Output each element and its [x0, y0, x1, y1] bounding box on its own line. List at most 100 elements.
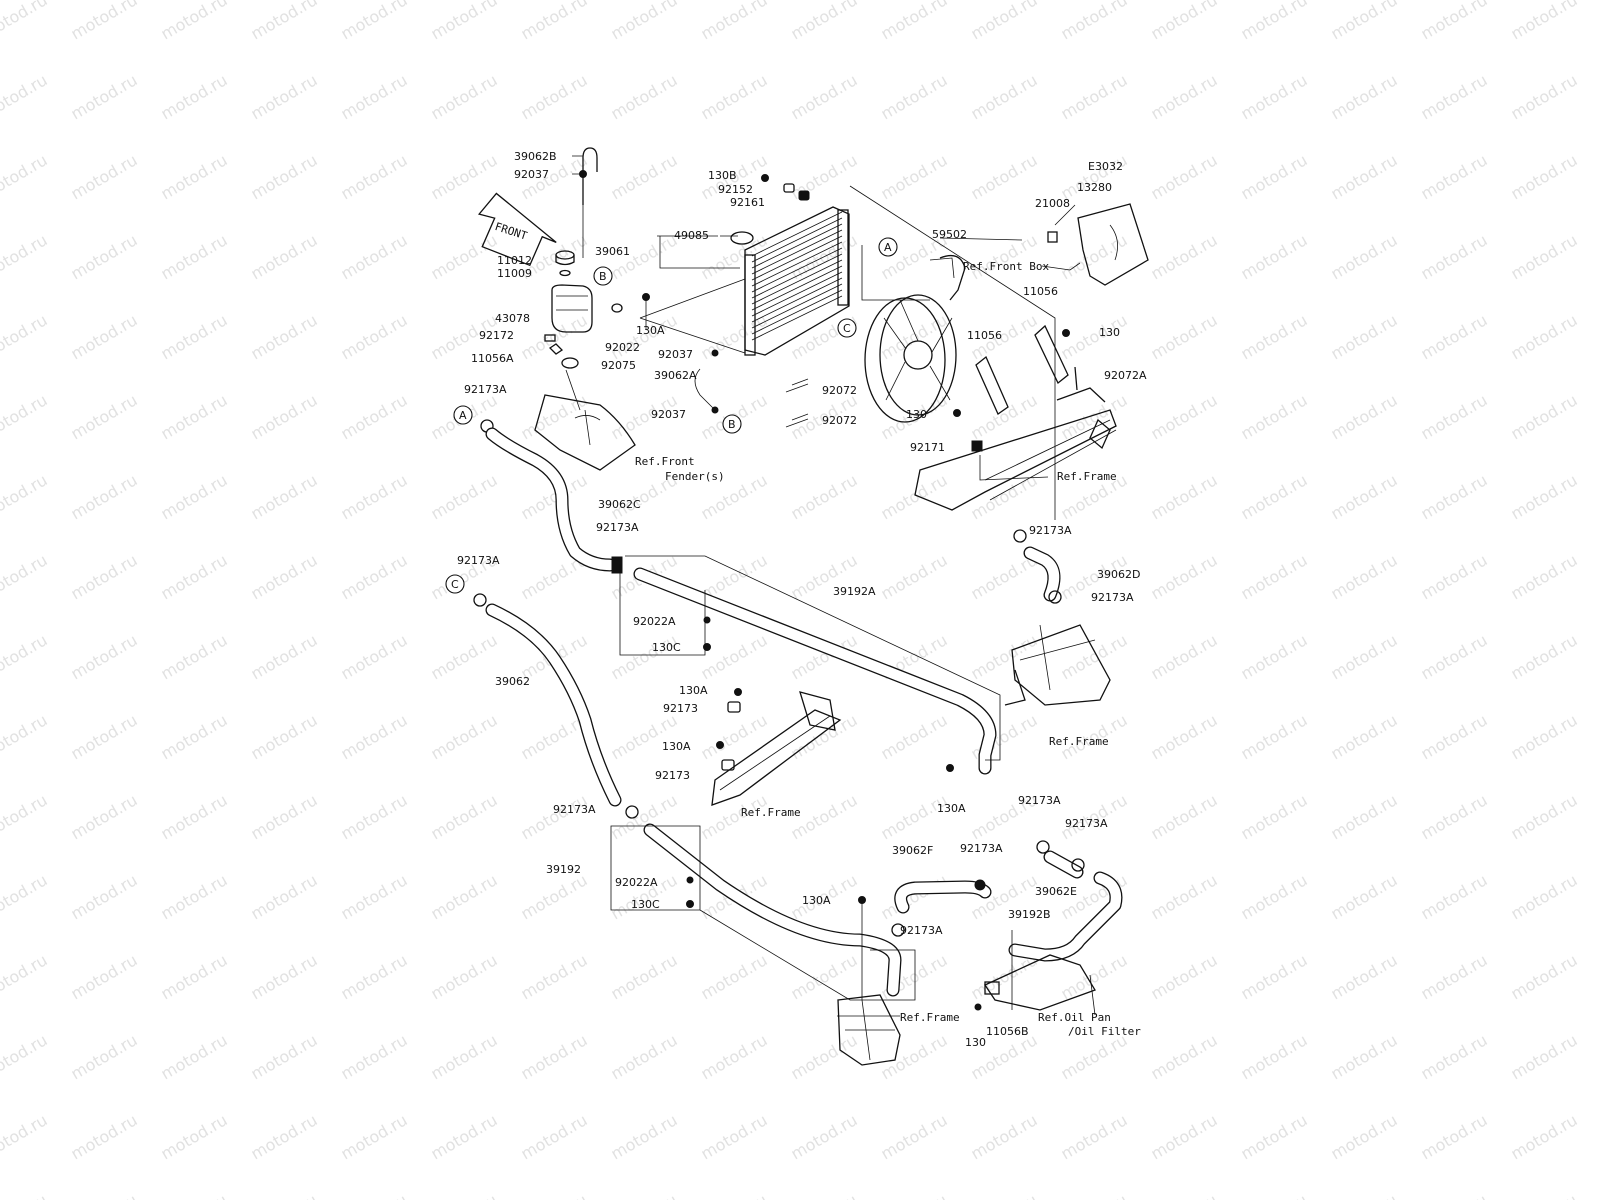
grommet-92171	[971, 440, 983, 452]
clip-92072A	[1074, 366, 1078, 391]
marker-c-left	[445, 574, 465, 594]
label-130C-b: 130C	[631, 898, 660, 911]
fan-assembly-59502	[864, 254, 966, 423]
label-92022A-b: 92022A	[615, 876, 658, 889]
label-92173A: 92173A	[464, 383, 507, 396]
label-130-b: 130	[906, 408, 927, 421]
front-label: FRONT	[493, 220, 529, 243]
label-92171: 92171	[910, 441, 945, 454]
marker-b-bottom	[722, 414, 742, 434]
label-39061: 39061	[595, 245, 630, 258]
bolt-130A-a	[734, 688, 742, 696]
clamp-92173A-d	[1013, 529, 1027, 543]
bolt-130A-b	[716, 741, 724, 749]
label-92072A: 92072A	[1104, 369, 1147, 382]
grommet-21008	[1047, 231, 1058, 243]
label-11012: 11012	[497, 254, 532, 267]
clamp-92173A-j	[1071, 858, 1085, 872]
label-13280: 13280	[1077, 181, 1112, 194]
ref-oil-pan-2: /Oil Filter	[1068, 1025, 1141, 1038]
radiator-cap-49085	[730, 231, 754, 245]
clamp-92173A-c	[473, 593, 487, 607]
label-130A: 130A	[636, 324, 665, 337]
label-92022A-a: 92022A	[633, 615, 676, 628]
clamp-92173A-f	[625, 805, 639, 819]
svg-text:A: A	[459, 409, 467, 422]
bolt-130C-b	[686, 900, 694, 908]
clamp-92173-b	[721, 759, 735, 771]
svg-text:C: C	[451, 578, 459, 591]
label-92037-mid: 92037	[658, 348, 693, 361]
marker-a-left	[453, 405, 473, 425]
clamp-92173A-h	[974, 879, 986, 891]
label-92173A-h: 92173A	[960, 842, 1003, 855]
marker-a-right	[878, 237, 898, 257]
label-39062B: 39062B	[514, 150, 557, 163]
washer-92022	[611, 303, 623, 313]
clamp-92173A-e	[1048, 590, 1062, 604]
diagram-code: E3032	[1088, 160, 1123, 173]
label-92173-a: 92173	[663, 702, 698, 715]
washer-92022A-b	[686, 876, 694, 884]
bolt-92172	[544, 334, 556, 342]
marker-c-right	[837, 318, 857, 338]
bolt-130A	[642, 293, 650, 301]
label-130A-a: 130A	[679, 684, 708, 697]
label-59502: 59502	[932, 228, 967, 241]
label-92152: 92152	[718, 183, 753, 196]
radiator-39061	[744, 206, 850, 356]
bolt-130-c	[974, 1003, 982, 1011]
label-11056B: 11056B	[986, 1025, 1029, 1038]
label-92072-a: 92072	[822, 384, 857, 397]
label-92037-low: 92037	[651, 408, 686, 421]
ref-front-fender-2: Fender(s)	[665, 470, 725, 483]
reservoir-tank-43078	[551, 284, 593, 333]
ref-oil-pan-1: Ref.Oil Pan	[1038, 1011, 1111, 1024]
collar-92161	[798, 190, 810, 201]
label-39062: 39062	[495, 675, 530, 688]
label-92075: 92075	[601, 359, 636, 372]
grommet-92152	[783, 183, 795, 193]
clamp-92173A-g	[891, 923, 905, 937]
label-39192: 39192	[546, 863, 581, 876]
clamp-92037	[579, 170, 587, 178]
clamp-92173A-i	[1036, 840, 1050, 854]
label-92173A-b: 92173A	[596, 521, 639, 534]
label-92173A-f: 92173A	[553, 803, 596, 816]
damper-92075	[561, 357, 579, 369]
bolt-130A-d	[858, 896, 866, 904]
label-92173A-i: 92173A	[1018, 794, 1061, 807]
label-39062F: 39062F	[892, 844, 933, 857]
svg-text:C: C	[843, 322, 851, 335]
ref-frame-4: Ref.Frame	[900, 1011, 960, 1024]
label-92022: 92022	[605, 341, 640, 354]
label-130A-d: 130A	[802, 894, 831, 907]
frame-left-rail	[711, 709, 842, 806]
ref-frame-3: Ref.Frame	[741, 806, 801, 819]
label-92173A-e: 92173A	[1091, 591, 1134, 604]
oil-pan-bracket	[984, 954, 1096, 1011]
reservoir-tank-group	[480, 147, 650, 471]
lower-frames	[686, 616, 1111, 1066]
label-92072-b: 92072	[822, 414, 857, 427]
svg-text:B: B	[599, 270, 607, 283]
ref-frame-1: Ref.Frame	[1057, 470, 1117, 483]
bolt-130A-c	[946, 764, 954, 772]
clamp-92173A-b	[611, 556, 623, 574]
bolt-130C-a	[703, 643, 711, 651]
ref-frame-2: Ref.Frame	[1049, 735, 1109, 748]
svg-text:A: A	[884, 241, 892, 254]
bracket-11056A	[548, 343, 564, 355]
label-49085: 49085	[674, 229, 709, 242]
label-39062C: 39062C	[598, 498, 641, 511]
bracket-11056-a	[1034, 324, 1069, 385]
label-11056-b: 11056	[967, 329, 1002, 342]
part-labels: E3032 39062B 92037 11012 11009 43078 921…	[457, 150, 1147, 1049]
label-11056-a: 11056	[1023, 285, 1058, 298]
label-130A-c: 130A	[937, 802, 966, 815]
front-box-bracket-13280	[1077, 203, 1149, 286]
label-92037: 92037	[514, 168, 549, 181]
label-39062D: 39062D	[1097, 568, 1140, 581]
label-92172: 92172	[479, 329, 514, 342]
